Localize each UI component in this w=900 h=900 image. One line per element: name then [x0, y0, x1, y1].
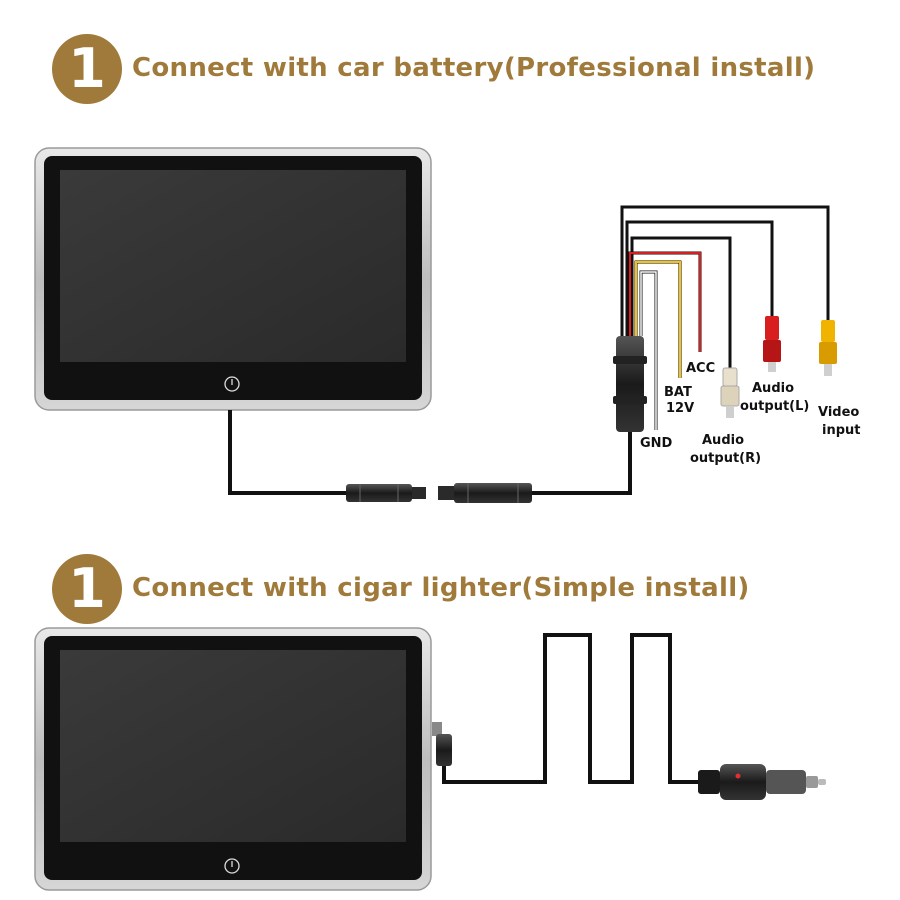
- acc-wire: [629, 252, 701, 352]
- dc-jack-plug: [432, 722, 452, 766]
- harness-cable: [532, 430, 632, 495]
- bat-label-line1: BAT: [664, 385, 692, 400]
- cigar-lighter-plug: [698, 764, 826, 800]
- rca-yellow-plug: [819, 320, 837, 376]
- monitor-2-screen: [60, 650, 406, 842]
- monitor-1-cable: [228, 410, 346, 495]
- cigar-lighter-cable: [442, 633, 700, 784]
- video-wire: [620, 205, 830, 336]
- audio-l-label-line2: output(L): [740, 399, 809, 414]
- monitor-1: [34, 147, 432, 411]
- connector-female: [438, 483, 532, 503]
- step-2-badge: 1: [52, 554, 122, 624]
- rca-white-plug: [720, 367, 740, 418]
- step-2-title: Connect with cigar lighter(Simple instal…: [132, 573, 750, 603]
- video-label-line1: Video: [818, 405, 859, 420]
- bat-wire: [635, 261, 681, 378]
- power-icon[interactable]: [224, 376, 240, 392]
- video-label-line2: input: [822, 423, 861, 438]
- audio-l-wire: [625, 220, 774, 336]
- monitor-2: [34, 627, 432, 891]
- rca-red-plug: [763, 316, 781, 372]
- connector-male: [346, 484, 426, 502]
- audio-l-label-line1: Audio: [752, 381, 794, 396]
- step-1-title: Connect with car battery(Professional in…: [132, 53, 816, 83]
- gnd-wire: [640, 271, 657, 430]
- gnd-label: GND: [640, 436, 673, 451]
- harness-connector: [613, 336, 647, 432]
- monitor-1-screen: [60, 170, 406, 362]
- step-1-badge: 1: [52, 34, 122, 104]
- bat-label-line2: 12V: [666, 401, 694, 416]
- power-icon[interactable]: [224, 858, 240, 874]
- audio-r-label-line1: Audio: [702, 433, 744, 448]
- audio-r-label-line2: output(R): [690, 451, 761, 466]
- acc-label: ACC: [686, 361, 715, 376]
- audio-r-wire: [630, 236, 732, 368]
